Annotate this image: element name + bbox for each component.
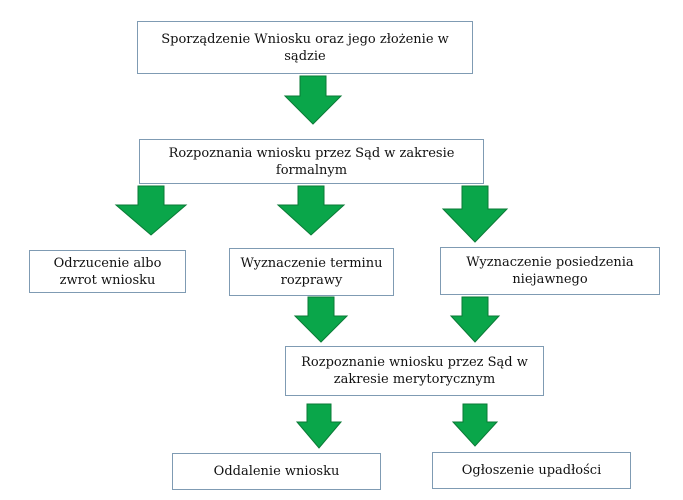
- box-odrzucenie-wniosku: Odrzucenie albo zwrot wniosku: [29, 250, 186, 293]
- label-posiedzenie-niejawne: Wyznaczenie posiedzenia niejawnego: [466, 255, 634, 287]
- arrow-merits-to-dismissal: [295, 403, 343, 449]
- label-ogloszenie-upadlosci: Ogłoszenie upadłości: [461, 463, 602, 478]
- label-odrzucenie-wniosku: Odrzucenie albo zwrot wniosku: [53, 255, 162, 288]
- arrow-closed-session-to-merits: [449, 296, 501, 343]
- box-wyznaczenie-terminu-rozprawy: Wyznaczenie terminu rozprawy: [229, 248, 394, 296]
- box-rozpoznanie-merytoryczne: Rozpoznanie wniosku przez Sąd w zakresie…: [285, 346, 544, 396]
- arrow-hearing-to-merits: [293, 296, 349, 343]
- arrow-merits-to-bankruptcy: [451, 403, 499, 447]
- box-rozpoznanie-formalne: Rozpoznania wniosku przez Sąd w zakresie…: [139, 139, 484, 184]
- box-ogloszenie-upadlosci: Ogłoszenie upadłości: [432, 452, 631, 489]
- arrow-step1-to-step2: [283, 75, 343, 125]
- arrow-step2-to-reject: [114, 185, 188, 236]
- label-sporzadzenie-wniosku: Sporządzenie Wniosku oraz jego złożenie …: [161, 31, 449, 64]
- label-rozpoznanie-merytoryczne: Rozpoznanie wniosku przez Sąd w zakresie…: [301, 355, 528, 387]
- arrow-step2-to-hearing: [276, 185, 346, 236]
- box-sporzadzenie-wniosku: Sporządzenie Wniosku oraz jego złożenie …: [137, 21, 473, 74]
- label-oddalenie-wniosku: Oddalenie wniosku: [213, 464, 340, 479]
- label-wyznaczenie-terminu-rozprawy: Wyznaczenie terminu rozprawy: [240, 256, 383, 288]
- label-rozpoznanie-formalne: Rozpoznania wniosku przez Sąd w zakresie…: [168, 145, 455, 178]
- arrow-step2-to-closed-session: [441, 185, 509, 243]
- box-oddalenie-wniosku: Oddalenie wniosku: [172, 453, 381, 490]
- box-posiedzenie-niejawne: Wyznaczenie posiedzenia niejawnego: [440, 247, 660, 295]
